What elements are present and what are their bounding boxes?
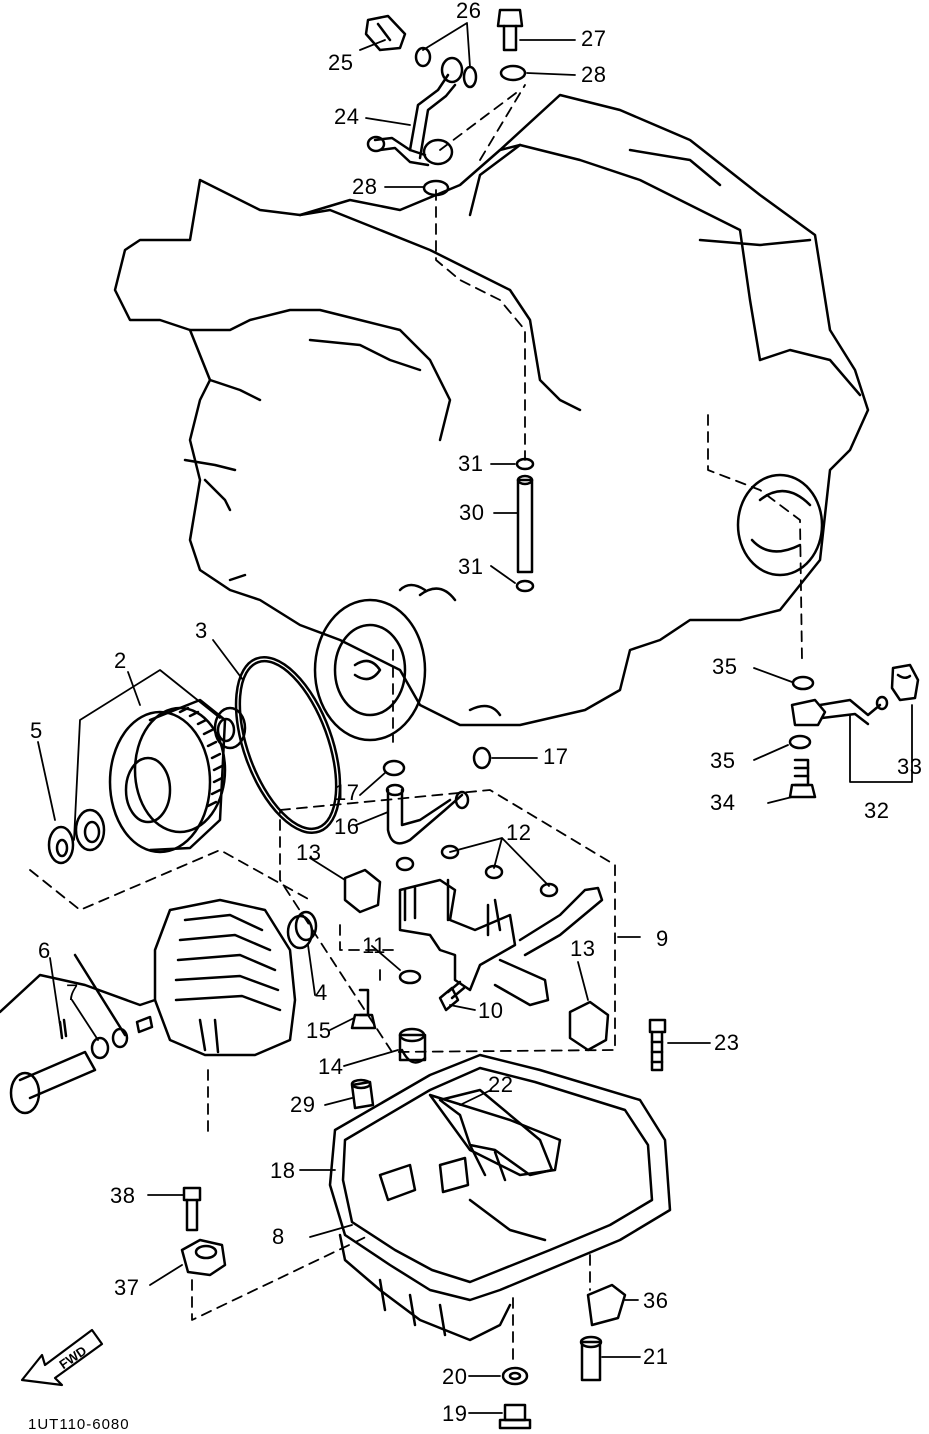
- strainer-housing: [398, 878, 604, 1007]
- gasket-20: [501, 1366, 529, 1386]
- part-label: 38: [110, 1183, 136, 1208]
- orings-35: [788, 675, 815, 750]
- pipe-orings-17: [382, 746, 492, 777]
- engine-crankcase: [113, 93, 870, 742]
- part-label: 2: [114, 648, 127, 673]
- part-label: 31: [458, 554, 484, 579]
- reference-lines: [29, 84, 803, 1366]
- part-label: 34: [710, 790, 736, 815]
- bolt-21: [579, 1335, 603, 1382]
- part-label: 33: [897, 754, 923, 779]
- bolt-34: [788, 758, 817, 799]
- part-label: 25: [328, 50, 354, 75]
- part-label: 4: [315, 980, 328, 1005]
- part-label: 12: [506, 820, 532, 845]
- part-label: 23: [714, 1030, 740, 1055]
- part-label: 6: [38, 938, 51, 963]
- oil-pan-8: [328, 1053, 672, 1342]
- part-label: 35: [712, 654, 738, 679]
- oil-filter-oring-3: [234, 655, 342, 835]
- part-label: 9: [656, 926, 669, 951]
- part-label: 35: [710, 748, 736, 773]
- oil-filter-cover: [153, 898, 297, 1057]
- union-bolt-15: [350, 988, 377, 1030]
- part-label: 20: [442, 1364, 468, 1389]
- part-label: 19: [442, 1401, 468, 1426]
- part-label: 17: [543, 744, 569, 769]
- bolt-38: [182, 1186, 202, 1232]
- washers-28: [422, 64, 527, 197]
- bolt-23: [648, 1018, 667, 1072]
- part-label: 30: [459, 500, 485, 525]
- union-bolt-25: [364, 14, 407, 52]
- part-label: 5: [30, 718, 43, 743]
- filter-oring-bushing-2: [213, 706, 247, 750]
- part-label: 13: [570, 936, 596, 961]
- oil-filter-element: [108, 698, 227, 854]
- drain-bolt-19: [498, 1403, 532, 1430]
- part-label: 26: [456, 0, 482, 23]
- cover-oring-4: [286, 910, 318, 950]
- pump-gaskets-12: [395, 844, 559, 898]
- part-label: 10: [478, 998, 504, 1023]
- orings-31: [515, 457, 535, 593]
- part-label: 3: [195, 618, 208, 643]
- bracket-37: [180, 1238, 227, 1277]
- part-label: 31: [458, 451, 484, 476]
- part-label: 16: [334, 814, 360, 839]
- part-label: 29: [290, 1092, 316, 1117]
- part-label: 13: [296, 840, 322, 865]
- relief-valve-10: [438, 980, 466, 1012]
- part-label: 18: [270, 1158, 296, 1183]
- part-label: 15: [306, 1018, 332, 1043]
- part-label: 11: [362, 933, 386, 958]
- bolt-27: [496, 8, 524, 52]
- part-label: 7: [66, 980, 79, 1005]
- bolt-oring-7: [90, 1015, 154, 1060]
- filter-washer-5: [47, 825, 75, 865]
- pump-rotor-11: [398, 969, 422, 985]
- part-label: 36: [643, 1288, 669, 1313]
- oil-level-switch-32: [790, 695, 889, 727]
- filter-spring-seat: [74, 808, 106, 852]
- part-label: 27: [581, 26, 607, 51]
- part-label: 28: [352, 174, 378, 199]
- oil-delivery-pipe-24: [366, 56, 464, 167]
- pipe-30: [516, 474, 534, 574]
- part-label: 37: [114, 1275, 140, 1300]
- oil-strainer-22: [438, 1088, 554, 1182]
- part-label: 28: [581, 62, 607, 87]
- forward-arrow-icon: [20, 1328, 104, 1387]
- seal-29: [350, 1078, 375, 1110]
- part-label: 14: [318, 1054, 344, 1079]
- part-label: 21: [643, 1344, 669, 1369]
- pump-housing-14: [398, 1027, 427, 1064]
- part-label: 32: [864, 798, 890, 823]
- part-label: 17: [334, 780, 360, 805]
- part-label: 24: [334, 104, 360, 129]
- leader-lines: [37, 22, 913, 1414]
- filter-bolt-6: [0, 953, 157, 1115]
- pump-blocks-13: [343, 868, 610, 1052]
- part-label: 8: [272, 1224, 285, 1249]
- part-label: 22: [488, 1072, 514, 1097]
- plate-36: [586, 1283, 627, 1327]
- switch-cap-33: [890, 663, 920, 702]
- diagram-code: 1UT110-6080: [28, 1416, 130, 1433]
- oil-pipe-16: [385, 783, 470, 845]
